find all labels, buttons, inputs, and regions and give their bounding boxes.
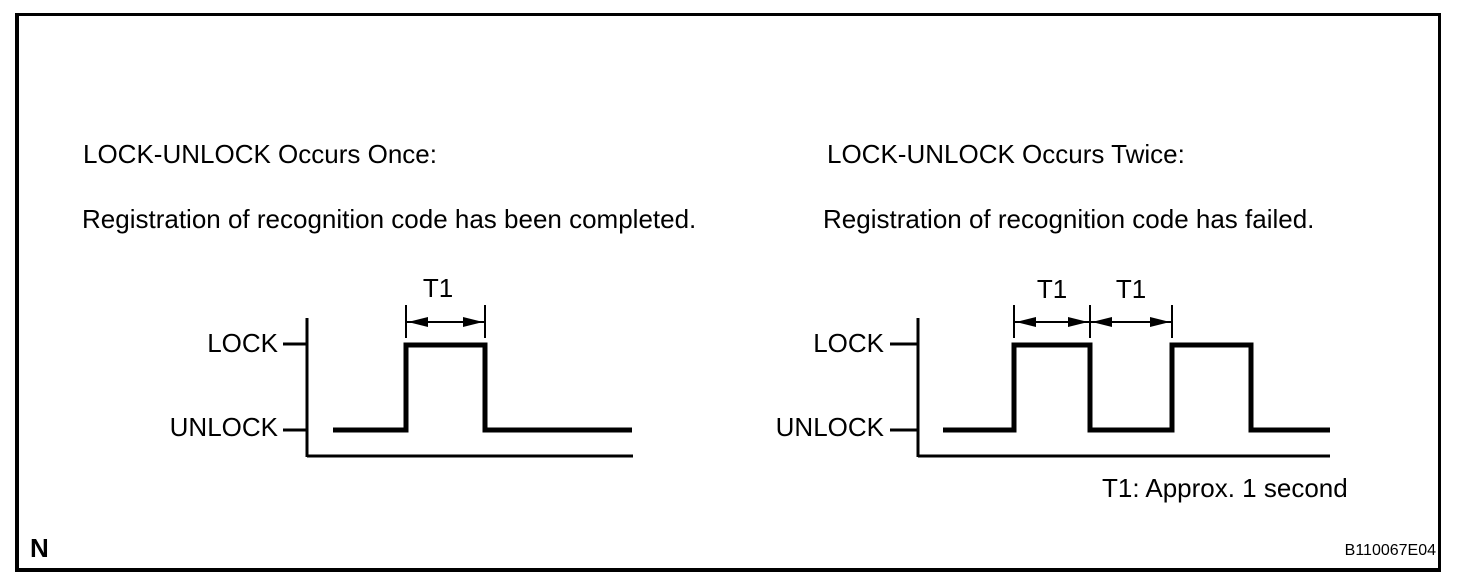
right-t1-label-1: T1 (1037, 274, 1067, 304)
left-waveform (333, 342, 632, 433)
right-lock-label: LOCK (813, 328, 884, 358)
right-unlock-label: UNLOCK (776, 412, 885, 442)
right-t1-label-2: T1 (1116, 274, 1146, 304)
figure-border (15, 13, 1441, 572)
left-arrowhead-right (463, 317, 483, 327)
right-arrowhead-1-left (1016, 317, 1036, 327)
left-panel-description: Registration of recognition code has bee… (82, 204, 697, 234)
left-timing-diagram: LOCK UNLOCK T1 (170, 273, 633, 458)
right-waveform (943, 342, 1330, 433)
right-panel-description: Registration of recognition code has fai… (823, 204, 1315, 234)
left-panel-heading: LOCK-UNLOCK Occurs Once: (83, 139, 437, 169)
t1-footnote: T1: Approx. 1 second (1102, 473, 1348, 503)
right-panel-heading: LOCK-UNLOCK Occurs Twice: (827, 139, 1185, 169)
left-t1-label: T1 (423, 273, 453, 303)
left-lock-label: LOCK (207, 328, 278, 358)
left-arrowhead-left (408, 317, 428, 327)
left-unlock-label: UNLOCK (170, 412, 279, 442)
page-marker: N (30, 533, 49, 563)
right-timing-diagram: LOCK UNLOCK T1 T1 (776, 274, 1330, 458)
figure-code: B110067E04 (1344, 542, 1436, 559)
right-arrowhead-2-right (1150, 317, 1170, 327)
right-arrowhead-2-left (1092, 317, 1112, 327)
right-arrowhead-1-right (1068, 317, 1088, 327)
